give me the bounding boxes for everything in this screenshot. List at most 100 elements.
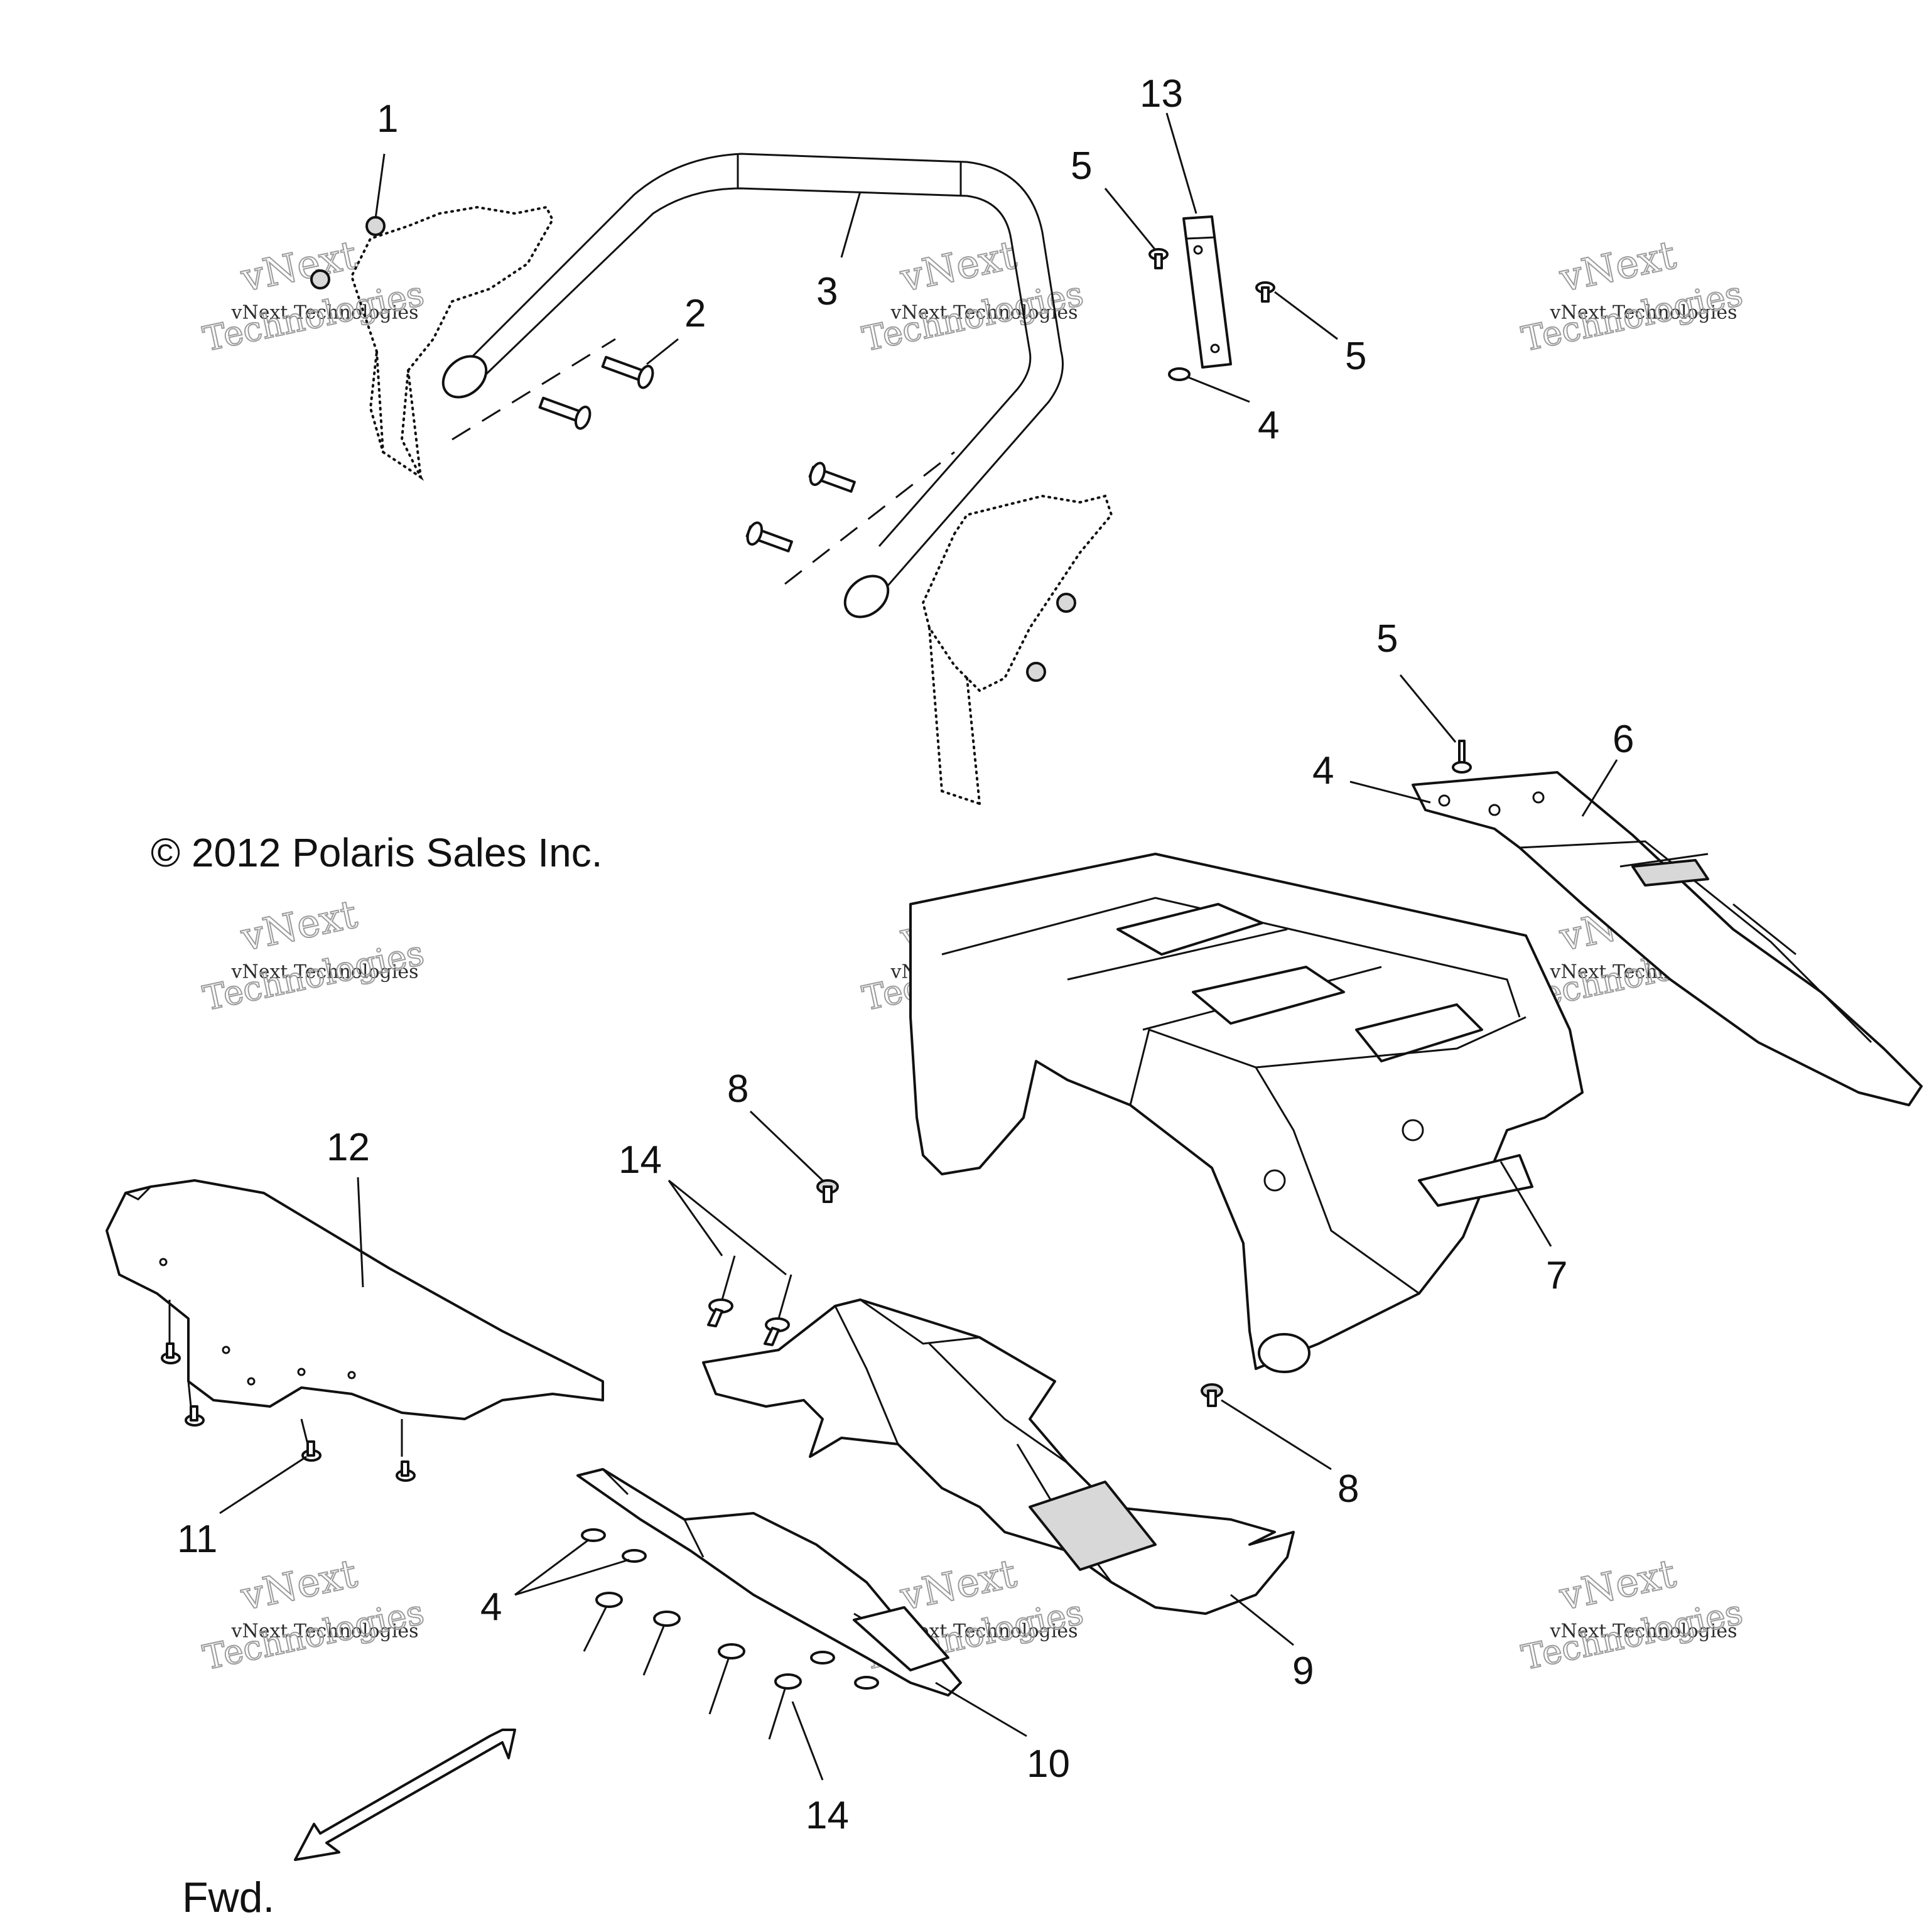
screw-group <box>161 1300 416 1482</box>
rivet-group-lower <box>581 1528 879 1740</box>
tub-reflector <box>1263 1169 1286 1192</box>
callout-2: 2 <box>684 292 706 335</box>
callout-13: 13 <box>1140 72 1183 116</box>
callout-3: 3 <box>816 270 838 313</box>
washer <box>622 1549 647 1563</box>
leader-4c <box>514 1538 630 1596</box>
callout-11: 11 <box>177 1518 217 1561</box>
roll-bar-tube-end-left <box>441 355 488 399</box>
watermark-text: vNext Technologies <box>230 302 418 324</box>
lower-trim-flap <box>853 1606 949 1671</box>
roll-bar-inner <box>482 187 1032 547</box>
forward-arrow-icon <box>294 1729 516 1861</box>
leader-1 <box>374 153 386 219</box>
leader-12 <box>357 1177 364 1288</box>
strap-bracket-fold <box>1186 236 1216 240</box>
skid-hole <box>347 1371 356 1379</box>
trim-panel-slot <box>1631 859 1709 887</box>
rivet <box>708 1643 745 1715</box>
leader-10 <box>935 1681 1027 1737</box>
rivet <box>583 1592 623 1652</box>
leader-8b <box>1221 1399 1332 1471</box>
left-mount-bracket <box>350 205 554 481</box>
nut <box>1026 662 1046 682</box>
skid-panel <box>105 1179 604 1420</box>
watermark-top-left: vNext vNext Technologies Technologies <box>199 231 428 360</box>
bolt <box>745 521 793 553</box>
rivet <box>816 1179 839 1203</box>
forward-label: Fwd. <box>182 1874 274 1921</box>
screw <box>301 1440 322 1462</box>
watermark-text: vNext Technologies <box>230 1621 418 1643</box>
callout-5: 5 <box>1071 144 1092 188</box>
leader-5c <box>1399 674 1457 743</box>
callout-10: 10 <box>1027 1742 1070 1786</box>
alignment-dash <box>784 451 955 585</box>
watermark-mid-left: vNext vNext Technologies Technologies <box>199 890 428 1019</box>
nut-group <box>310 216 1076 682</box>
leader-14a <box>667 1179 787 1276</box>
duct-vent <box>1029 1481 1157 1571</box>
callout-14: 14 <box>619 1138 662 1182</box>
roll-bar-outer <box>445 153 1064 603</box>
rivet <box>1452 740 1472 774</box>
nut <box>1056 593 1076 613</box>
tub-outline <box>909 853 1584 1370</box>
roll-bar <box>441 153 1064 618</box>
leader-7 <box>1499 1161 1552 1247</box>
bolt <box>601 355 654 389</box>
callout-14: 14 <box>806 1794 849 1837</box>
leader-5a <box>1104 188 1157 251</box>
screw <box>161 1342 181 1364</box>
leader-14b <box>791 1701 824 1781</box>
skid-hole <box>297 1368 306 1376</box>
tub-raised-pad <box>1355 1003 1483 1062</box>
skid-hole <box>159 1258 168 1266</box>
leader-3 <box>840 191 862 258</box>
watermark-text: vNext Technologies <box>1549 1621 1737 1643</box>
bracket-outline <box>921 494 1113 693</box>
washer <box>854 1676 879 1690</box>
rivet <box>768 1673 802 1740</box>
rivet <box>1148 248 1169 269</box>
leader-4a <box>1186 375 1250 403</box>
tub-fender-wall <box>1129 1016 1526 1295</box>
trim-hole <box>1532 791 1545 804</box>
strap-bracket-body <box>1182 215 1232 369</box>
tub-reflector <box>1402 1119 1424 1141</box>
skid-hole <box>222 1346 230 1354</box>
tub-raised-pad <box>1116 903 1263 956</box>
callout-4: 4 <box>1258 404 1279 447</box>
nut <box>310 269 330 289</box>
watermark-bottom-left: vNext vNext Technologies Technologies <box>199 1550 428 1678</box>
leader-6 <box>1581 759 1618 817</box>
leader-11 <box>219 1455 307 1514</box>
rivet <box>764 1274 792 1346</box>
skid-panel-notch <box>125 1185 152 1201</box>
callout-5: 5 <box>1376 617 1398 661</box>
skid-panel-outline <box>105 1179 604 1420</box>
duct-rib <box>834 1298 1113 1583</box>
callout-5: 5 <box>1345 335 1366 378</box>
callout-4: 4 <box>480 1585 502 1629</box>
rear-trim-panel <box>1412 771 1923 1106</box>
rear-body-tub <box>909 853 1584 1373</box>
strap-hole <box>1193 245 1203 255</box>
washer <box>810 1651 835 1665</box>
center-duct-panel <box>702 1298 1295 1615</box>
leader-13 <box>1165 112 1197 214</box>
skid-hole <box>247 1377 256 1386</box>
callout-8: 8 <box>1337 1467 1359 1511</box>
bolt <box>538 396 592 430</box>
rivet <box>1201 1383 1223 1407</box>
lower-side-trim <box>576 1468 962 1697</box>
washer <box>581 1528 606 1542</box>
rivet <box>707 1255 736 1327</box>
right-mount-bracket <box>921 494 1113 805</box>
rivet <box>1255 281 1275 303</box>
callout-6: 6 <box>1613 718 1634 761</box>
lower-trim-outline <box>576 1468 962 1697</box>
leader-9 <box>1230 1594 1294 1646</box>
watermark-text: vNext Technologies <box>230 961 418 983</box>
